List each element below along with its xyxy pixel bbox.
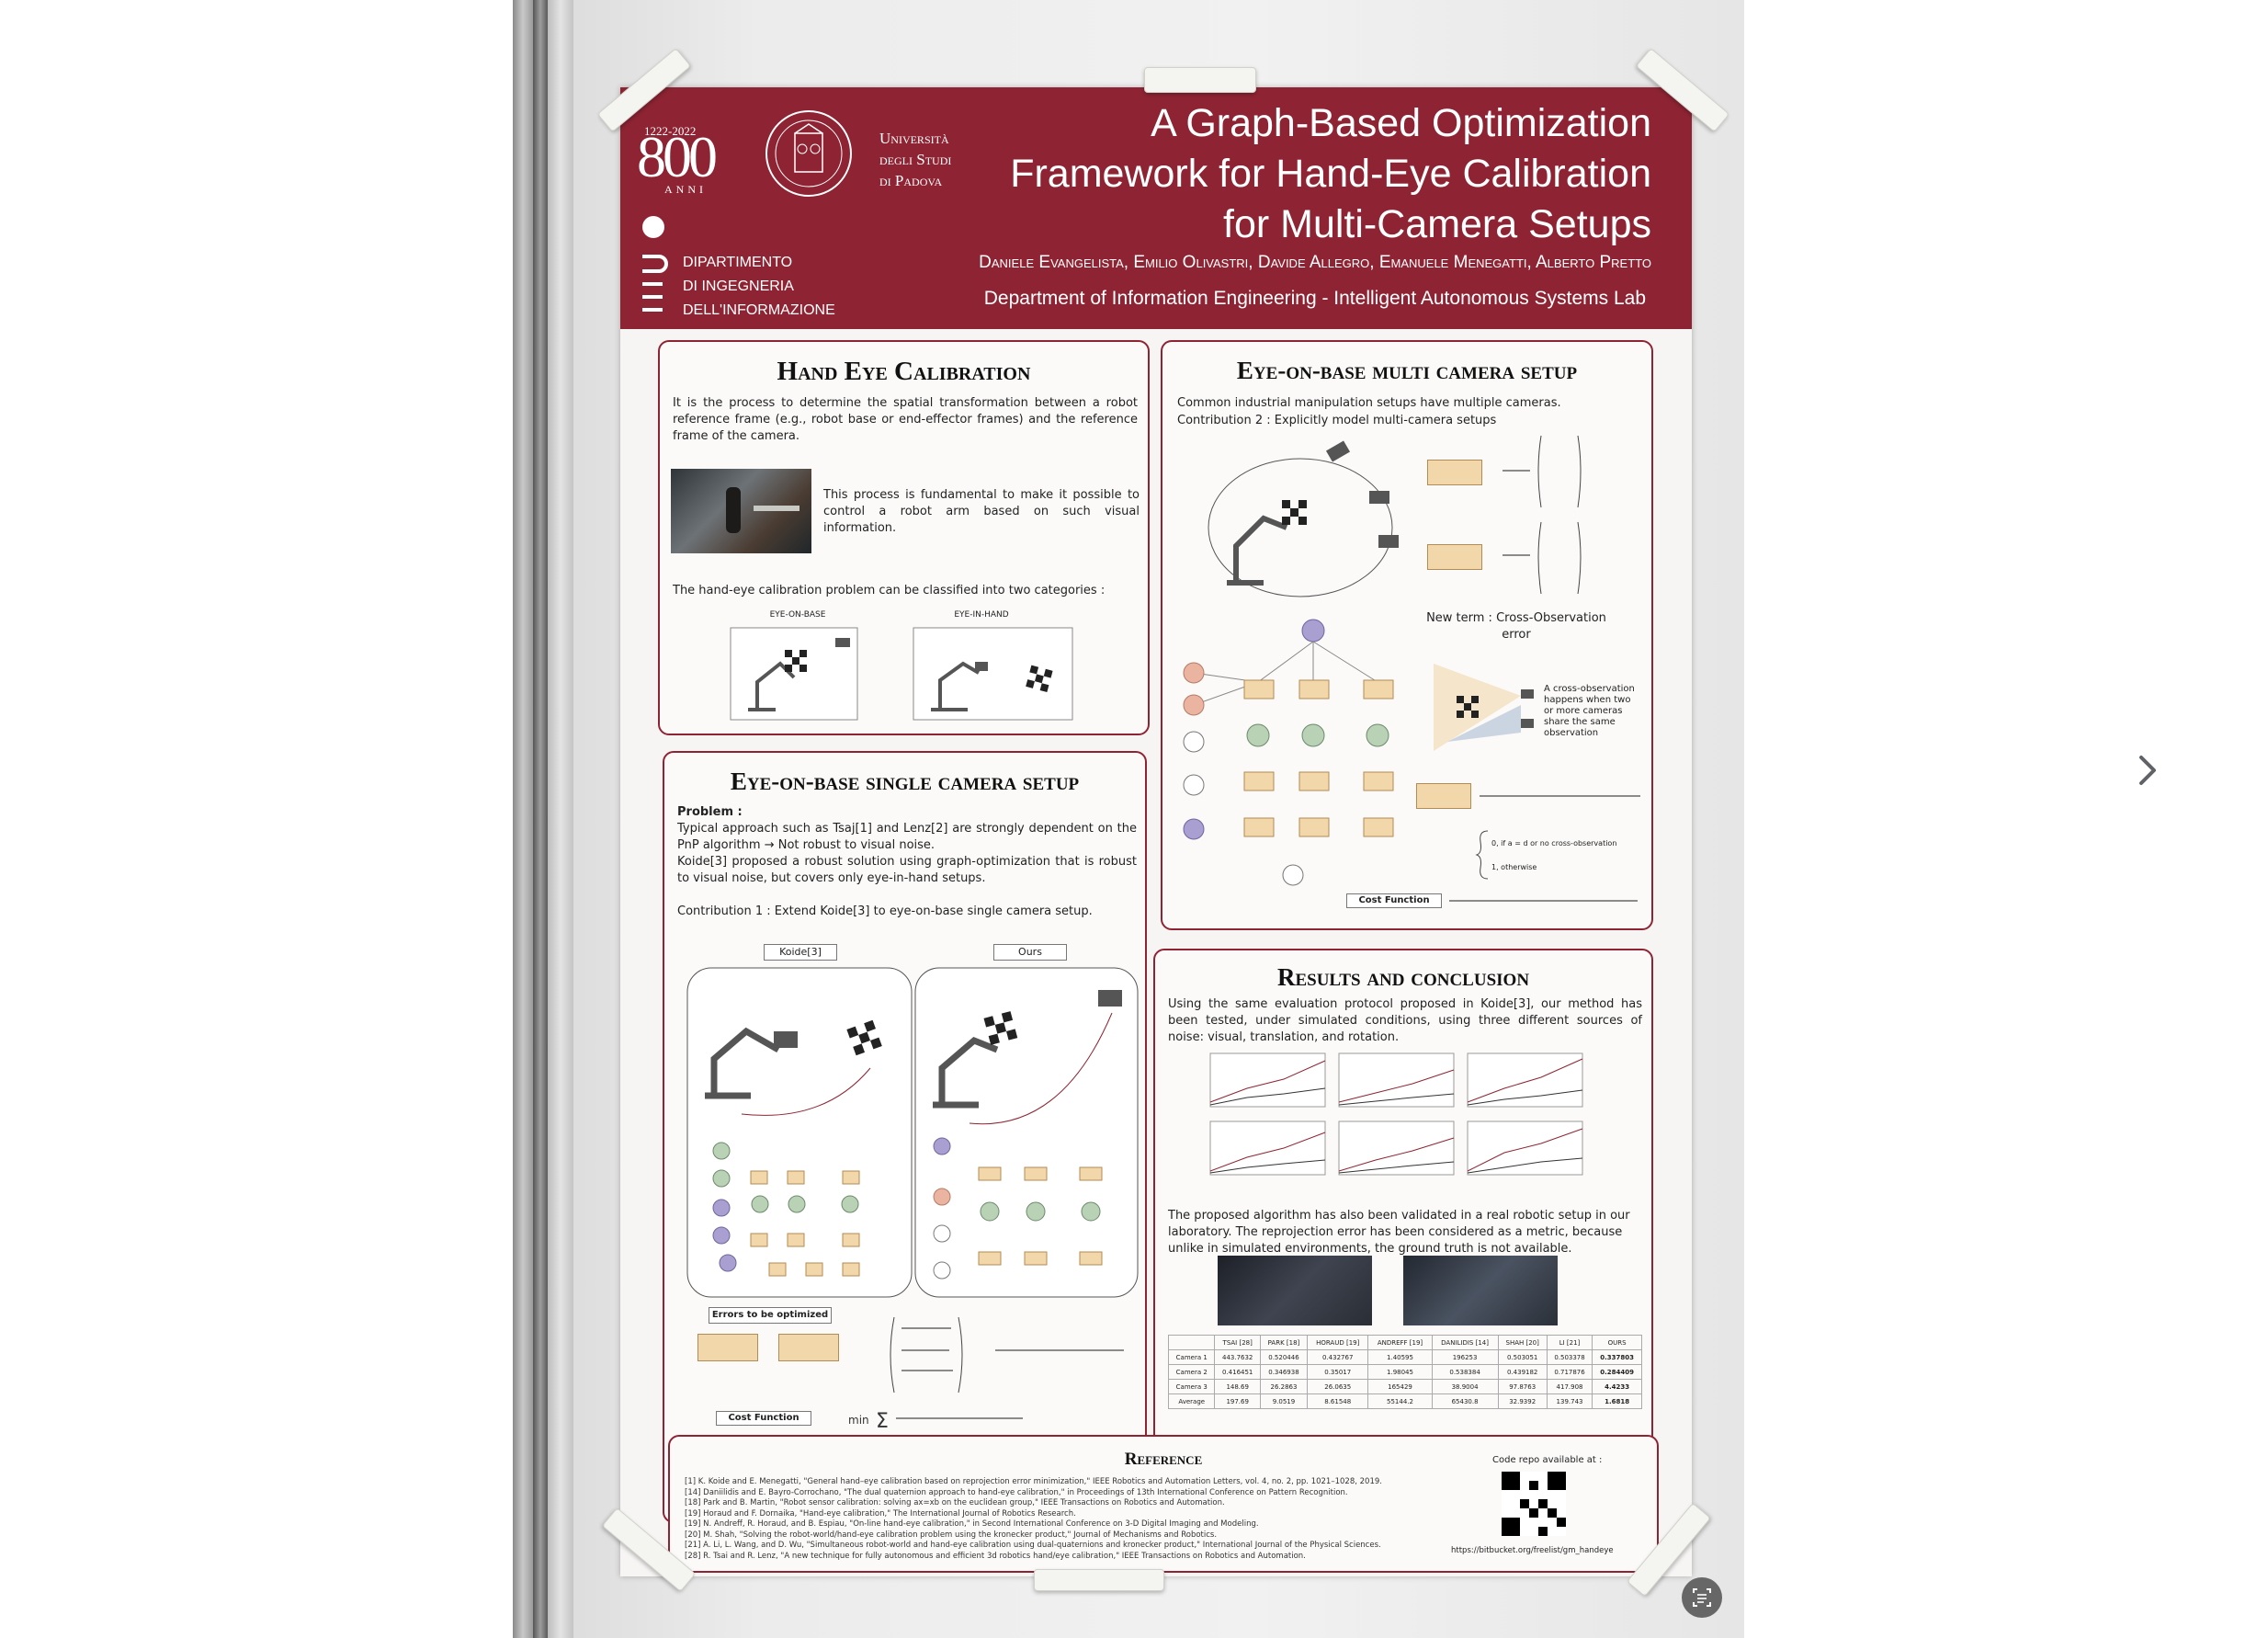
reference-item: [1] K. Koide and E. Menegatti, "General …	[685, 1477, 1382, 1486]
label-errors-optimized: Errors to be optimized	[709, 1307, 832, 1324]
cost-equation: min Σ	[848, 1410, 1023, 1433]
multi-intro: Common industrial manipulation setups ha…	[1177, 396, 1561, 410]
label-eye-in-hand: EYE-IN-HAND	[954, 610, 1009, 620]
real-setup-photo	[1403, 1256, 1558, 1325]
factor-box	[1427, 460, 1482, 485]
poster-photo: 1222-2022 800 ANNI Università degli Stud…	[513, 0, 1744, 1638]
panel-title: Eye-on-base multi camera setup	[1236, 357, 1578, 384]
reference-item: [14] Daniilidis and E. Bayro-Corrochano,…	[685, 1487, 1348, 1497]
vector-equations	[1503, 435, 1582, 595]
lens-button[interactable]	[1682, 1577, 1722, 1618]
panel-multi-camera: Eye-on-base multi camera setup Common in…	[1161, 340, 1653, 930]
next-image-button[interactable]	[2126, 743, 2171, 798]
logo-800: 1222-2022 800 ANNI	[637, 124, 718, 196]
qr-code-icon	[1502, 1472, 1566, 1536]
tape-piece	[1144, 67, 1256, 93]
results-text-2: The proposed algorithm has also been val…	[1168, 1209, 1630, 1256]
problem-label: Problem :	[677, 805, 743, 819]
chi-brace	[1475, 830, 1489, 880]
cross-observation-text: A cross-observation happens when two or …	[1544, 684, 1635, 738]
poster-header: 1222-2022 800 ANNI Università degli Stud…	[620, 87, 1692, 329]
panel-hand-eye: Hand Eye Calibration It is the process t…	[658, 340, 1150, 735]
chi-case-2: 1, otherwise	[1491, 863, 1537, 871]
tape-piece	[1034, 1569, 1164, 1591]
university-name: Università degli Studi di Padova	[879, 130, 952, 189]
wall-rail	[533, 0, 548, 1638]
panel-title: Results and conclusion	[1276, 963, 1530, 991]
error-factor-box	[697, 1334, 758, 1361]
reference-item: [18] Park and B. Martin, "Robot sensor c…	[685, 1498, 1225, 1507]
panel-title: Eye-on-base single camera setup	[730, 768, 1080, 795]
university-seal-icon	[765, 110, 852, 197]
eye-in-hand-diagram	[913, 627, 1073, 721]
koide-text: Koide[3] proposed a robust solution usin…	[677, 855, 1137, 885]
hand-eye-intro: It is the process to determine the spati…	[673, 396, 1138, 443]
poster-authors: Daniele Evangelista, Emilio Olivastri, D…	[979, 253, 1651, 272]
results-plots	[1201, 1052, 1587, 1189]
contribution-1: Contribution 1 : Extend Koide[3] to eye-…	[677, 904, 1093, 918]
wall-rail	[548, 0, 573, 1638]
lens-icon	[1693, 1588, 1711, 1607]
reference-item: [19] Horaud and F. Dornaika, "Hand-eye c…	[685, 1508, 1076, 1519]
lab-photo	[671, 469, 811, 553]
reference-item: [19] N. Andreff, R. Horaud, and B. Espia…	[685, 1519, 1259, 1529]
factor-box	[1416, 783, 1471, 809]
reference-item: [21] A. Li, L. Wang, and D. Wu, "Simulta…	[685, 1541, 1381, 1550]
reference-item: [20] M. Shah, "Solving the robot-world/h…	[685, 1530, 1218, 1540]
svg-text:min: min	[848, 1414, 869, 1427]
hand-eye-process: This process is fundamental to make it p…	[823, 488, 1140, 535]
multi-factor-graph	[1183, 619, 1394, 886]
code-repo-label: Code repo available at :	[1492, 1455, 1603, 1465]
ours-graph-diagram	[914, 967, 1139, 1298]
error-factor-box	[778, 1334, 839, 1361]
reference-list: [1] K. Koide and E. Menegatti, "General …	[685, 1477, 1401, 1562]
department-name: DIPARTIMENTO DI INGEGNERIA DELL'INFORMAZ…	[683, 255, 835, 318]
svg-text:Σ: Σ	[876, 1410, 889, 1433]
eye-on-base-diagram	[730, 627, 858, 721]
department-logo-icon	[642, 216, 668, 312]
panel-single-camera: Eye-on-base single camera setup Problem …	[663, 751, 1147, 1523]
panel-reference: Reference [1] K. Koide and E. Menegatti,…	[668, 1435, 1659, 1573]
hand-eye-categories: The hand-eye calibration problem can be …	[673, 584, 1106, 597]
contribution-2: Contribution 2 : Explicitly model multi-…	[1177, 414, 1497, 427]
new-term: New term : Cross-Observation error	[1426, 611, 1606, 642]
label-koide: Koide[3]	[764, 944, 837, 961]
label-ours: Ours	[993, 944, 1067, 961]
factor-box	[1427, 544, 1482, 570]
multi-camera-robot-diagram	[1208, 440, 1399, 597]
problem-text: Typical approach such as Tsaj[1] and Len…	[677, 822, 1137, 852]
plot-grid	[1209, 1052, 1583, 1176]
chevron-right-icon	[2139, 756, 2156, 785]
poster-affiliation: Department of Information Engineering - …	[983, 288, 1646, 309]
poster-title: A Graph-Based Optimization Framework for…	[1010, 101, 1651, 246]
koide-graph-diagram	[686, 967, 913, 1298]
panel-title: Hand Eye Calibration	[777, 357, 1031, 386]
panel-results: Results and conclusion Using the same ev…	[1153, 949, 1653, 1524]
multi-cost-equation	[1449, 900, 1638, 902]
label-cost-function: Cost Function	[1346, 893, 1442, 908]
code-repo-url: https://bitbucket.org/freelist/gm_handey…	[1451, 1546, 1614, 1555]
results-text-1: Using the same evaluation protocol propo…	[1168, 997, 1642, 1044]
real-setup-photo	[1218, 1256, 1372, 1325]
reference-item: [28] R. Tsai and R. Lenz, "A new techniq…	[685, 1551, 1306, 1561]
poster: 1222-2022 800 ANNI Università degli Stud…	[596, 48, 1730, 1598]
label-eye-on-base: EYE-ON-BASE	[769, 610, 826, 620]
cross-observation-diagram	[1434, 664, 1534, 751]
error-equation	[890, 1316, 1124, 1393]
panel-title: Reference	[1124, 1450, 1203, 1469]
cross-error-equation	[1480, 795, 1640, 797]
wall-rail	[513, 0, 533, 1638]
label-cost-function: Cost Function	[716, 1411, 811, 1426]
results-table: TSAI [28] PARK [18] HORAUD [19] ANDREFF …	[1167, 1335, 1642, 1409]
chi-case-1: 0, if a = d or no cross-observation	[1491, 839, 1617, 847]
